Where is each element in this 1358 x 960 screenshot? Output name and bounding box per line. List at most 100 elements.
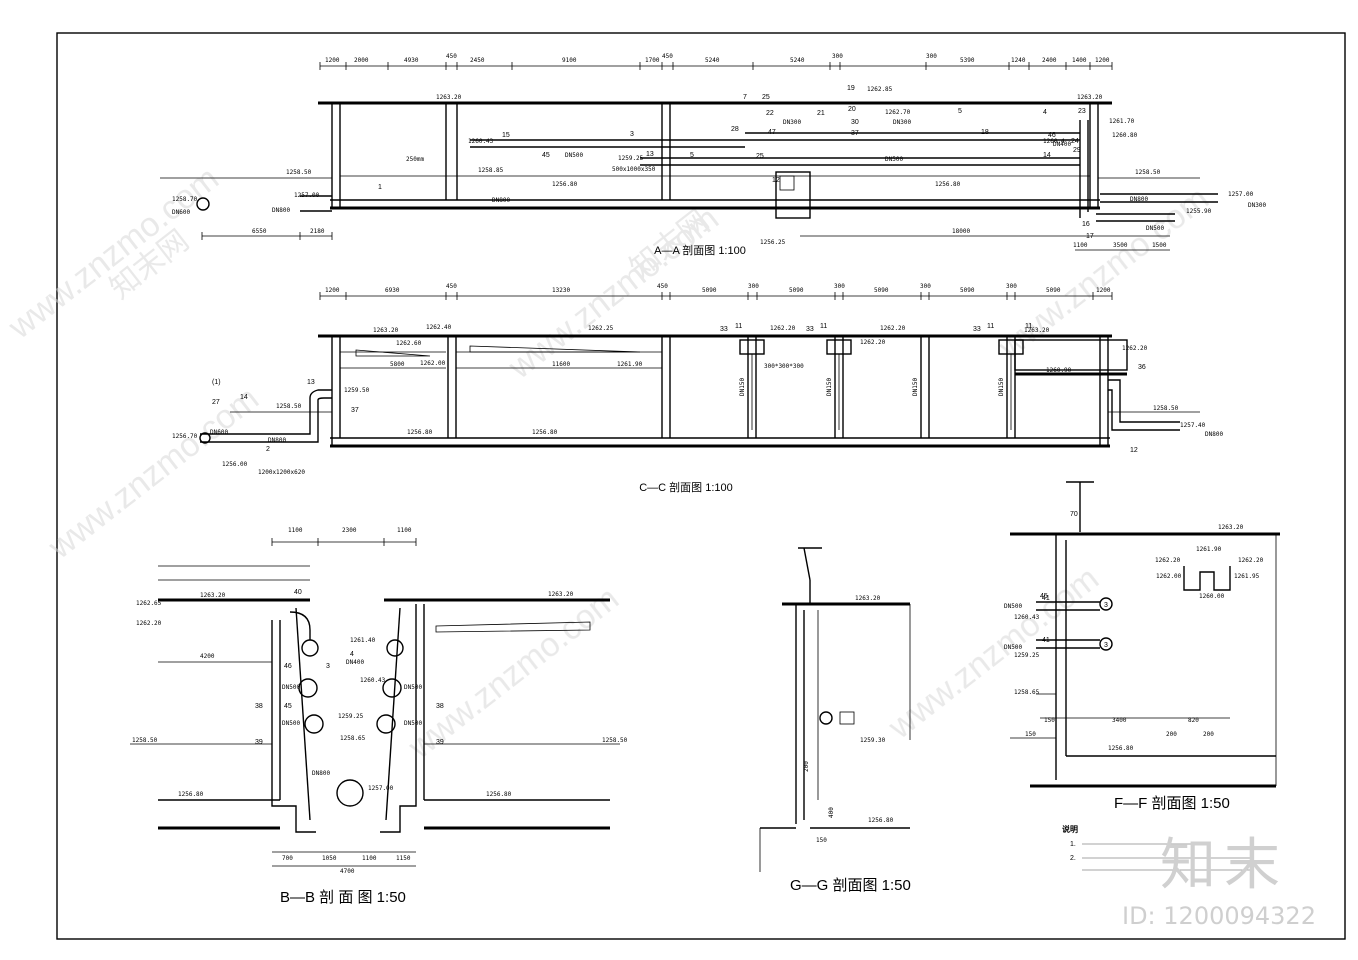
svg-text:150: 150	[816, 837, 827, 844]
svg-text:1259.25: 1259.25	[1014, 652, 1040, 659]
svg-text:200: 200	[803, 761, 810, 772]
svg-text:5: 5	[690, 152, 694, 159]
svg-text:200: 200	[1166, 731, 1177, 738]
svg-text:1: 1	[378, 184, 382, 191]
svg-text:DN500: DN500	[885, 156, 903, 163]
svg-text:1258.50: 1258.50	[276, 403, 302, 410]
svg-text:1200: 1200	[1095, 57, 1110, 64]
svg-text:3: 3	[1104, 602, 1108, 609]
svg-text:16: 16	[1082, 221, 1090, 228]
svg-text:1260.43: 1260.43	[360, 677, 386, 684]
svg-text:5090: 5090	[960, 287, 975, 294]
svg-text:37: 37	[351, 407, 359, 414]
svg-text:1400: 1400	[1072, 57, 1087, 64]
brand-watermark: 知末	[1160, 833, 1288, 898]
section-ff: 1263.20 1262.20 1261.90 1262.20 1262.00 …	[1004, 481, 1280, 812]
svg-text:1.: 1.	[1070, 841, 1076, 848]
svg-text:DN150: DN150	[739, 378, 746, 396]
svg-text:18: 18	[981, 129, 989, 136]
svg-text:DN800: DN800	[1130, 196, 1148, 203]
svg-text:1258.50: 1258.50	[132, 737, 158, 744]
svg-text:2000: 2000	[354, 57, 369, 64]
svg-text:15: 15	[502, 132, 510, 139]
svg-text:1262.20: 1262.20	[860, 339, 886, 346]
svg-text:1260.4: 1260.4	[1043, 138, 1065, 145]
svg-text:1257.00: 1257.00	[294, 192, 320, 199]
svg-text:12: 12	[772, 177, 780, 184]
svg-text:4: 4	[350, 651, 354, 658]
svg-text:11: 11	[820, 323, 827, 330]
svg-text:11: 11	[735, 323, 742, 330]
svg-text:DN600: DN600	[210, 429, 228, 436]
svg-text:1263.20: 1263.20	[373, 327, 399, 334]
svg-text:5390: 5390	[960, 57, 975, 64]
svg-text:1256.80: 1256.80	[1108, 745, 1134, 752]
svg-text:1150: 1150	[396, 855, 411, 862]
svg-text:300: 300	[748, 283, 759, 290]
svg-text:DN300: DN300	[783, 119, 801, 126]
svg-text:37: 37	[851, 130, 859, 137]
svg-text:1256.80: 1256.80	[486, 791, 512, 798]
svg-text:700: 700	[282, 855, 293, 862]
svg-text:1262.25: 1262.25	[588, 325, 614, 332]
svg-text:1100: 1100	[288, 527, 303, 534]
svg-text:1263.20: 1263.20	[855, 595, 881, 602]
svg-text:1256.80: 1256.80	[868, 817, 894, 824]
svg-text:2.: 2.	[1070, 855, 1076, 862]
svg-text:DN800: DN800	[492, 197, 510, 204]
section-gg: 1263.20 1259.30 1256.80 150 200 400 G—G …	[759, 547, 911, 894]
svg-text:1260.43: 1260.43	[468, 138, 494, 145]
svg-text:1262.85: 1262.85	[867, 86, 893, 93]
svg-text:38: 38	[255, 703, 263, 710]
svg-text:33: 33	[806, 326, 814, 333]
svg-text:DN400: DN400	[1053, 141, 1071, 148]
svg-text:4700: 4700	[340, 868, 355, 875]
svg-text:250mm: 250mm	[406, 156, 424, 163]
svg-text:1261.40: 1261.40	[350, 637, 376, 644]
svg-text:4200: 4200	[200, 653, 215, 660]
svg-text:3: 3	[1104, 642, 1108, 649]
section-cc: 1200 6930 450 13230 450 5090 300 5090 30…	[172, 283, 1223, 494]
svg-text:1262.65: 1262.65	[136, 600, 162, 607]
svg-text:1258.50: 1258.50	[1153, 405, 1179, 412]
svg-text:1100: 1100	[1073, 242, 1088, 249]
svg-text:46: 46	[1048, 132, 1056, 139]
svg-text:1263.20: 1263.20	[1077, 94, 1103, 101]
svg-text:500x1000x350: 500x1000x350	[612, 166, 656, 173]
svg-text:www.znzmo.com: www.znzmo.com	[1, 159, 226, 347]
svg-text:1200: 1200	[1096, 287, 1111, 294]
svg-text:DN150: DN150	[912, 378, 919, 396]
svg-text:45: 45	[284, 703, 292, 710]
sheet-frame	[56, 32, 1346, 940]
svg-text:1200: 1200	[325, 287, 340, 294]
svg-text:DN500: DN500	[282, 684, 300, 691]
svg-text:300*300*300: 300*300*300	[764, 363, 804, 370]
svg-text:2450: 2450	[470, 57, 485, 64]
svg-text:DN300: DN300	[893, 119, 911, 126]
svg-text:18000: 18000	[952, 228, 970, 235]
svg-text:1100: 1100	[397, 527, 412, 534]
svg-text:1259.25: 1259.25	[338, 713, 364, 720]
section-cc-title: C—C 剖面图 1:100	[639, 480, 733, 494]
svg-text:3500: 3500	[1113, 242, 1128, 249]
svg-text:450: 450	[446, 53, 457, 60]
svg-text:1260.90: 1260.90	[1046, 367, 1072, 374]
svg-text:300: 300	[834, 283, 845, 290]
svg-text:47: 47	[768, 129, 776, 136]
svg-text:1257.00: 1257.00	[1228, 191, 1254, 198]
svg-text:2: 2	[266, 446, 270, 453]
svg-text:1258.50: 1258.50	[602, 737, 628, 744]
svg-text:1262.20: 1262.20	[1122, 345, 1148, 352]
svg-text:1261.90: 1261.90	[617, 361, 643, 368]
svg-text:200: 200	[1203, 731, 1214, 738]
svg-text:1258.65: 1258.65	[340, 735, 366, 742]
svg-text:www.znzmo.com: www.znzmo.com	[401, 579, 626, 767]
svg-text:1259.30: 1259.30	[860, 737, 886, 744]
svg-text:6930: 6930	[385, 287, 400, 294]
svg-text:1262.60: 1262.60	[396, 340, 422, 347]
svg-text:5240: 5240	[790, 57, 805, 64]
svg-text:13: 13	[307, 379, 315, 386]
svg-text:2300: 2300	[342, 527, 357, 534]
svg-text:1700: 1700	[645, 57, 660, 64]
